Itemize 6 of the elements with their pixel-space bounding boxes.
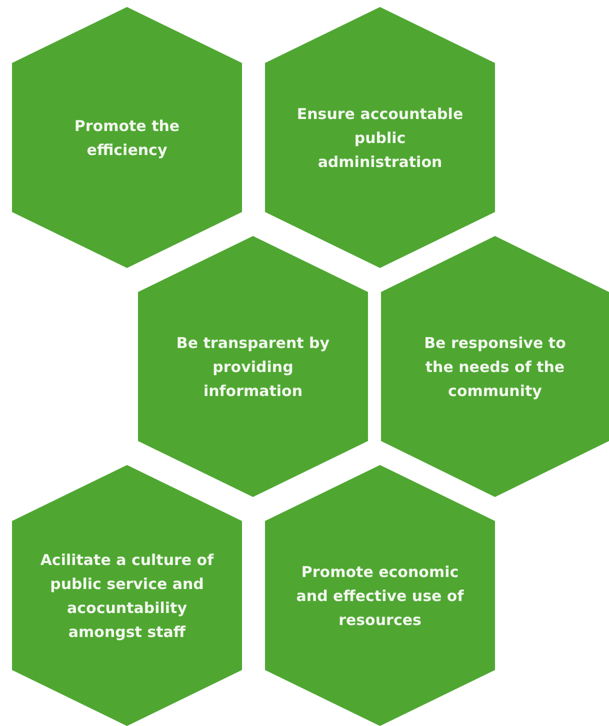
hexagon-text: Ensure accountable public administration <box>296 104 464 172</box>
hexagon-text: Promote economic and effective use of resources <box>295 562 465 630</box>
hexagon-text: Promote the efficiency <box>73 116 181 160</box>
hexagon-text: Acilitate a culture of public service and acocuntability amongst staff <box>40 550 214 642</box>
hexagon-text: Be transparent by providing information <box>175 332 331 402</box>
hexagon-text: Be responsive to the needs of the community <box>423 332 567 402</box>
